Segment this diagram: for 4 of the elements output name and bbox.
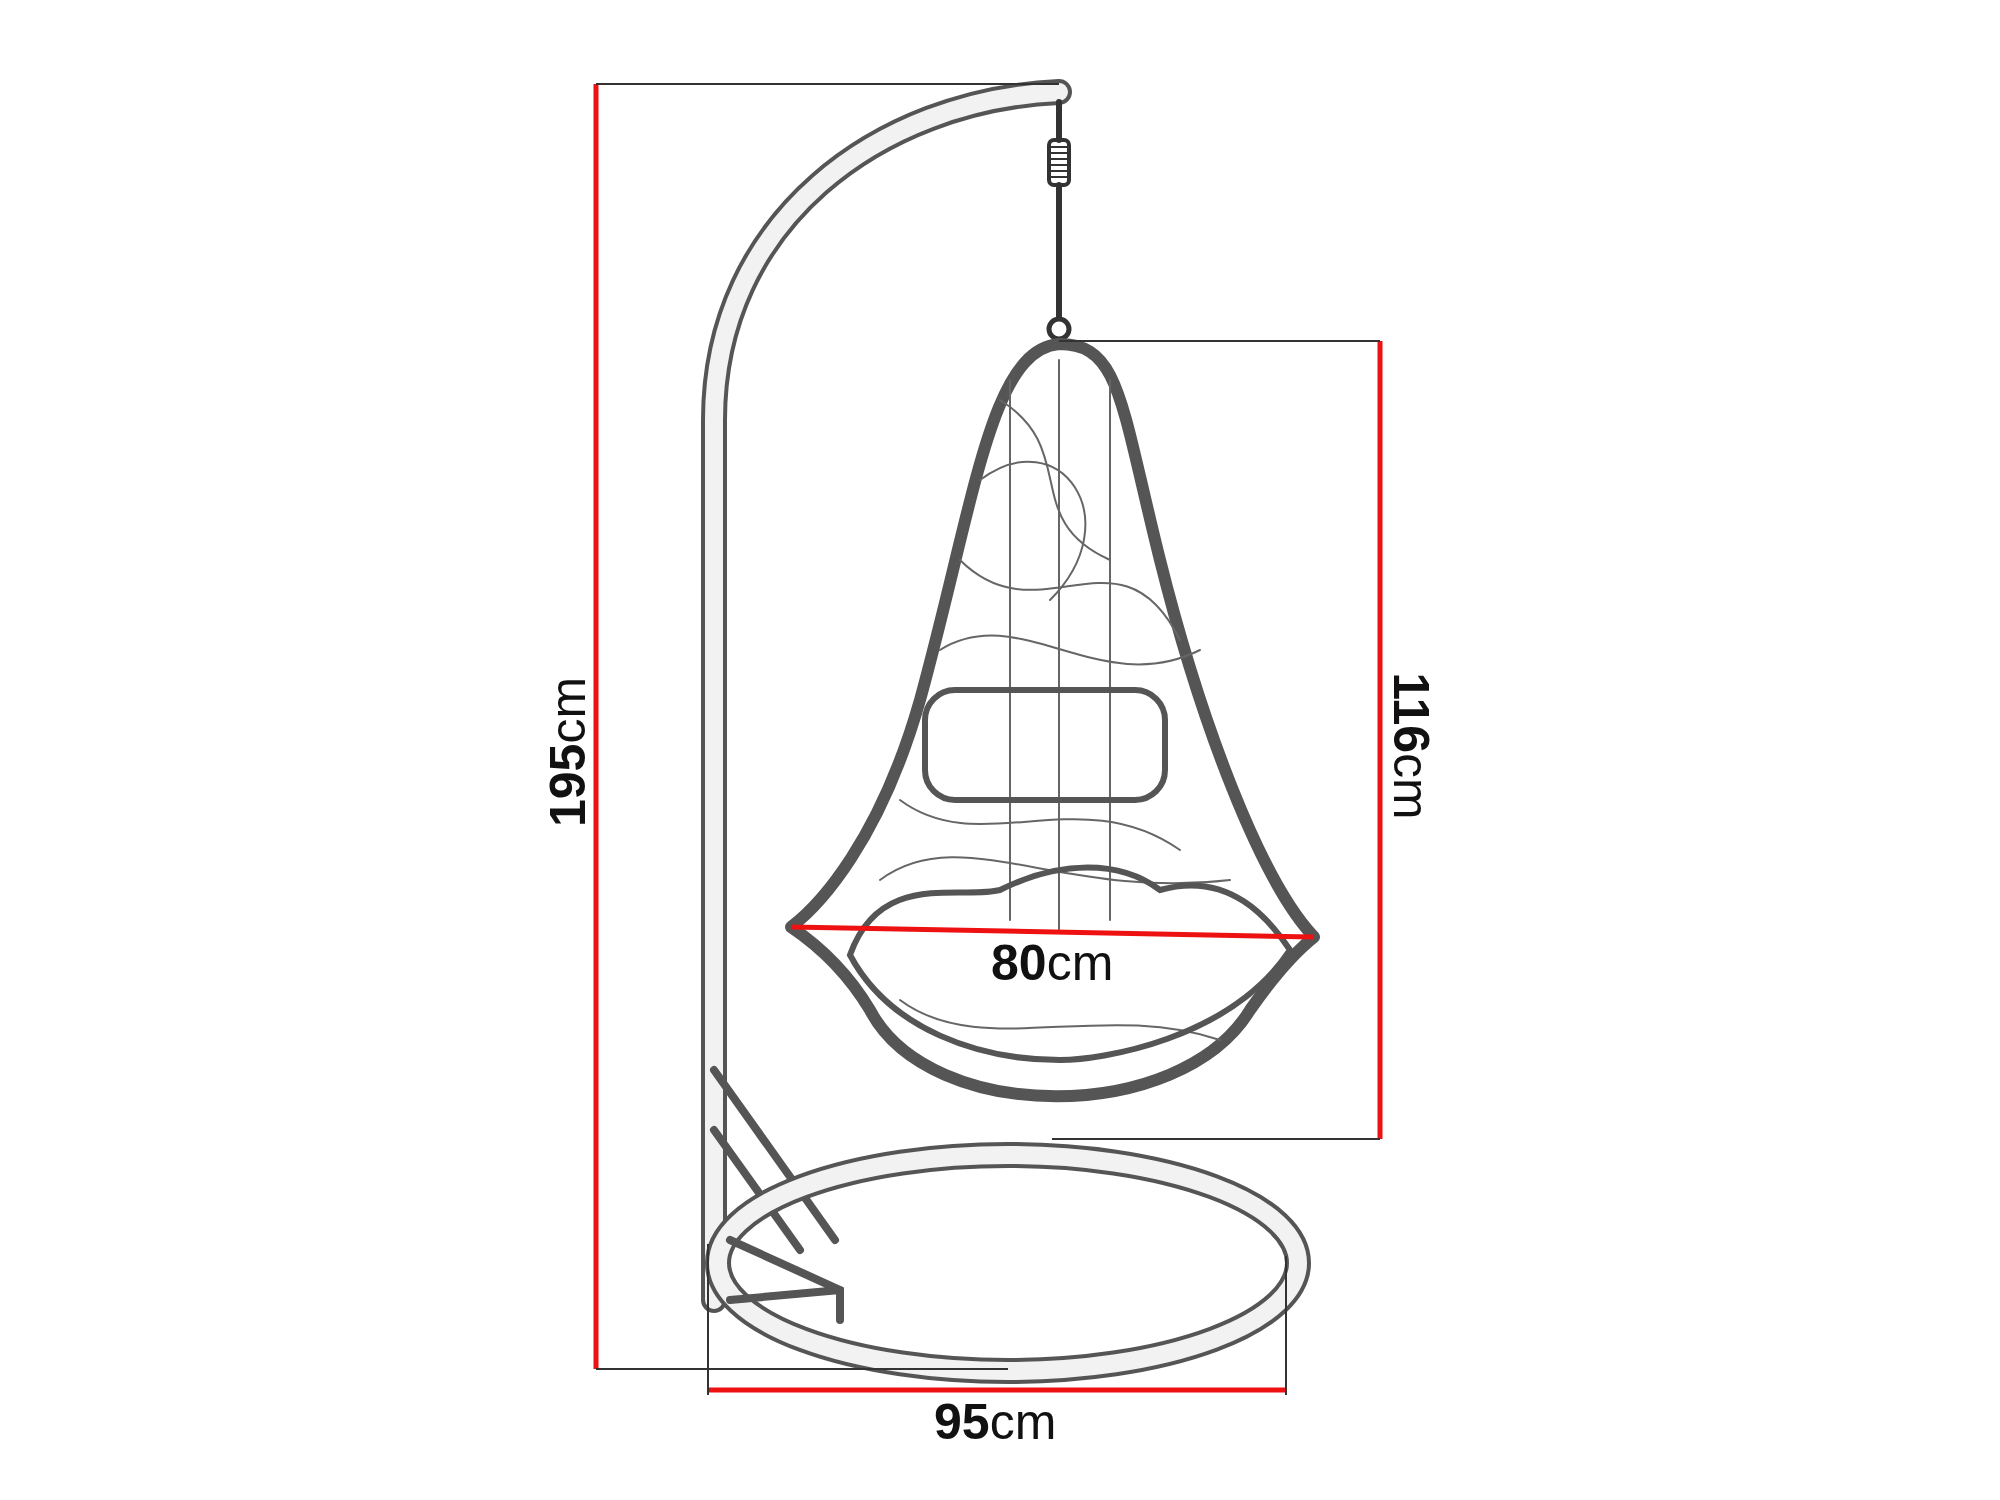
dimension-label: 116cm: [1385, 672, 1436, 820]
dimension-label: 95cm: [934, 1397, 1057, 1447]
dimension-label: 80cm: [991, 938, 1114, 988]
dimension-label: 195cm: [543, 676, 594, 828]
